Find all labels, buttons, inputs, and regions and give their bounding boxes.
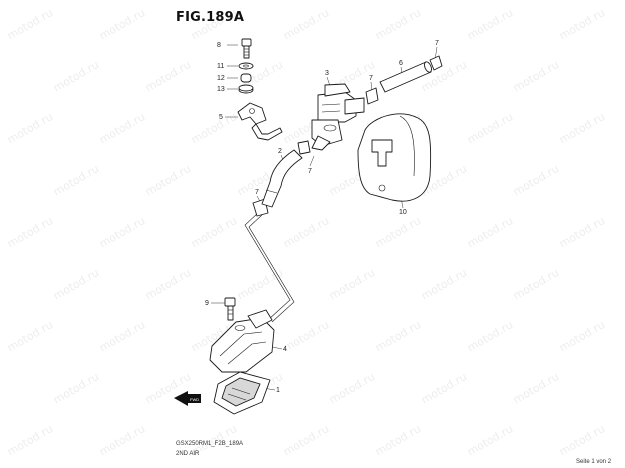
callout-7-valve-inlet: 7: [308, 168, 312, 175]
watermark-text: motod.ru: [281, 422, 331, 458]
watermark-text: motod.ru: [557, 6, 607, 42]
callout-8: 8: [217, 42, 221, 49]
watermark-text: motod.ru: [511, 58, 561, 94]
watermark-text: motod.ru: [557, 318, 607, 354]
part-1-reed-valve: [213, 371, 271, 415]
watermark-text: motod.ru: [557, 214, 607, 250]
figure-subtitle: 2ND AIR: [176, 451, 200, 457]
watermark-text: motod.ru: [281, 6, 331, 42]
watermark-text: motod.ru: [97, 422, 147, 458]
watermark-text: motod.ru: [235, 266, 285, 302]
callout-5: 5: [219, 114, 223, 121]
assembly-guide-lines: [244, 212, 295, 323]
watermark-text: motod.ru: [327, 370, 377, 406]
part-3-air-valve: [311, 83, 365, 151]
watermark-text: motod.ru: [51, 266, 101, 302]
callout-7-hose-end: 7: [435, 40, 439, 47]
watermark-text: motod.ru: [373, 6, 423, 42]
watermark-text: motod.ru: [511, 370, 561, 406]
watermark-text: motod.ru: [97, 110, 147, 146]
watermark-text: motod.ru: [373, 214, 423, 250]
callout-3: 3: [325, 70, 329, 77]
watermark-text: motod.ru: [465, 318, 515, 354]
watermark-text: motod.ru: [143, 266, 193, 302]
part-6-hose: [379, 61, 432, 93]
part-4-reed-valve-cover: [209, 309, 275, 373]
watermark-text: motod.ru: [465, 110, 515, 146]
callout-9: 9: [205, 300, 209, 307]
part-11-washer: [238, 62, 254, 70]
watermark-text: motod.ru: [97, 318, 147, 354]
part-2-hose: [261, 149, 303, 208]
callout-10: 10: [399, 209, 407, 216]
watermark-text: motod.ru: [5, 318, 55, 354]
watermark-text: motod.ru: [189, 110, 239, 146]
part-12-cushion: [240, 73, 252, 83]
watermark-text: motod.ru: [143, 58, 193, 94]
watermark-text: motod.ru: [465, 422, 515, 458]
watermark-text: motod.ru: [557, 110, 607, 146]
watermark-text: motod.ru: [281, 214, 331, 250]
part-9-bolt: [224, 297, 236, 321]
watermark-text: motod.ru: [97, 6, 147, 42]
watermark-text: motod.ru: [5, 110, 55, 146]
watermark-text: motod.ru: [5, 214, 55, 250]
callout-2: 2: [278, 148, 282, 155]
part-8-bolt: [241, 38, 252, 59]
watermark-text: motod.ru: [373, 318, 423, 354]
watermark-text: motod.ru: [327, 266, 377, 302]
watermark-text: motod.ru: [511, 162, 561, 198]
callout-7-valve-outlet: 7: [369, 75, 373, 82]
callout-11: 11: [217, 63, 224, 70]
watermark-text: motod.ru: [465, 214, 515, 250]
watermark-text: motod.ru: [143, 162, 193, 198]
watermark-text: motod.ru: [5, 422, 55, 458]
watermark-text: motod.ru: [557, 422, 607, 458]
watermark-text: motod.ru: [419, 370, 469, 406]
watermark-text: motod.ru: [465, 6, 515, 42]
watermark-layer: motod.ru motod.ru motod.ru motod.ru motod.ru…: [5, 6, 607, 458]
front-marker-label: FWD: [190, 397, 199, 402]
watermark-text: motod.ru: [51, 162, 101, 198]
watermark-text: motod.ru: [51, 370, 101, 406]
watermark-text: motod.ru: [281, 318, 331, 354]
part-5-bracket: [237, 102, 283, 141]
watermark-text: motod.ru: [373, 422, 423, 458]
callout-labels: 8 11 12 13 5 3 6 7 7 2 7 7 10 9 4 1: [205, 40, 439, 394]
watermark-text: motod.ru: [51, 58, 101, 94]
page-indicator: Seite 1 von 2: [576, 459, 612, 465]
watermark-text: motod.ru: [189, 6, 239, 42]
watermark-text: motod.ru: [97, 214, 147, 250]
callout-4: 4: [283, 346, 287, 353]
part-10-cover: [357, 113, 432, 202]
part-13-spacer: [238, 84, 254, 94]
watermark-text: motod.ru: [511, 266, 561, 302]
watermark-text: motod.ru: [189, 214, 239, 250]
watermark-text: motod.ru: [419, 266, 469, 302]
watermark-text: motod.ru: [5, 6, 55, 42]
figure-title: FIG.189A: [176, 10, 245, 25]
callout-7-hose-lower: 7: [255, 189, 259, 196]
front-direction-arrow: FWD: [174, 391, 201, 406]
callout-1: 1: [276, 387, 280, 394]
callout-12: 12: [217, 75, 225, 82]
figure-code: GSX250RM1_F2B_189A: [176, 441, 244, 447]
callout-13: 13: [217, 86, 225, 93]
callout-6: 6: [399, 60, 403, 67]
